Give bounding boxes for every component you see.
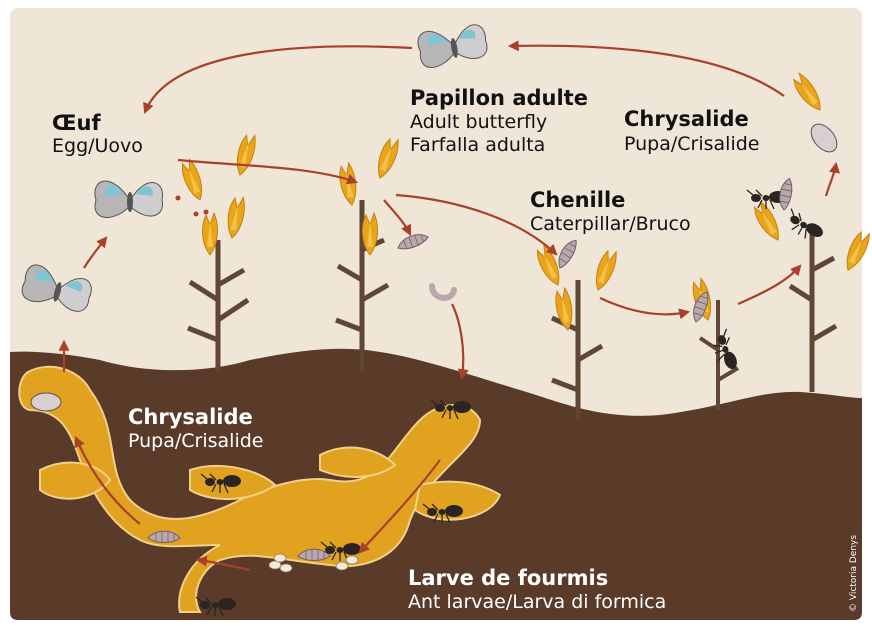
label-pupa-nest-sub: Pupa/Crisalide <box>128 430 263 452</box>
label-ant-larvae-sub: Ant larvae/Larva di formica <box>408 591 666 613</box>
nest-chrysalis <box>31 393 61 411</box>
label-egg-sub: Egg/Uovo <box>52 135 143 157</box>
label-egg-title: Œuf <box>52 111 101 135</box>
label-adult-sub2: Farfalla adulta <box>410 134 545 156</box>
credit: © Victoria Denys <box>849 535 859 612</box>
label-pupa-top-title: Chrysalide <box>624 107 749 131</box>
label-pupa-nest-title: Chrysalide <box>128 405 253 429</box>
label-caterpillar-sub: Caterpillar/Bruco <box>530 213 691 235</box>
label-ant-larvae-title: Larve de fourmis <box>408 566 608 590</box>
label-caterpillar-title: Chenille <box>530 188 625 212</box>
label-adult-sub1: Adult butterfly <box>410 111 547 133</box>
label-adult-title: Papillon adulte <box>410 86 588 110</box>
label-pupa-top-sub: Pupa/Crisalide <box>624 133 759 155</box>
